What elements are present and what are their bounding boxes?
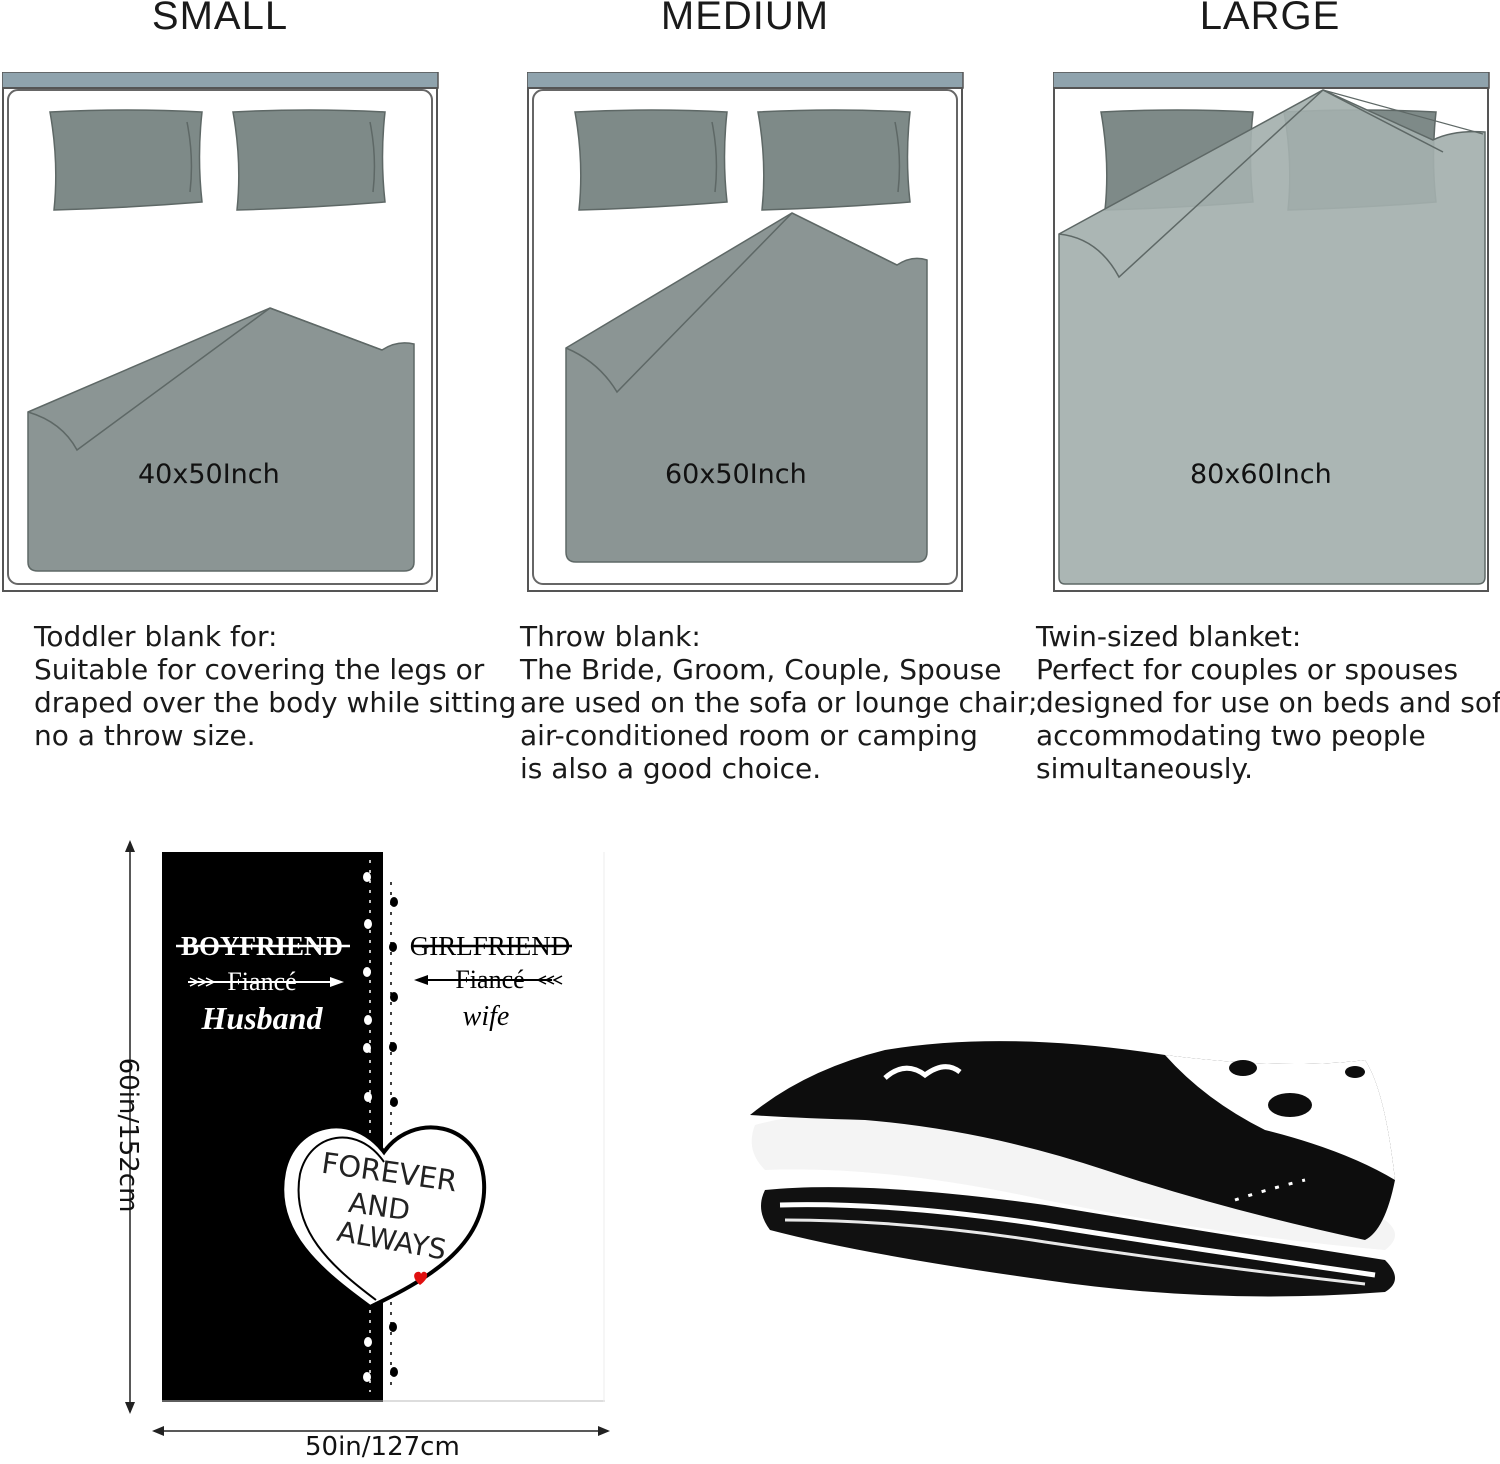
paw-trail-left — [363, 860, 372, 1392]
bed-illustration-large — [1053, 72, 1490, 592]
description-medium: Throw blank: The Bride, Groom, Couple, S… — [520, 620, 1038, 785]
description-line: accommodating two people — [1036, 719, 1426, 752]
description-title: Twin-sized blanket: — [1036, 620, 1302, 653]
pillow-left — [574, 109, 728, 211]
width-label: 50in/127cm — [305, 1432, 460, 1462]
blanket-small — [27, 307, 415, 572]
paw-trail-right — [389, 882, 398, 1392]
height-label: 60in/152cm — [113, 1057, 143, 1213]
small-red-heart-icon — [414, 1271, 428, 1285]
pillow-left — [49, 109, 203, 211]
size-title-medium: MEDIUM — [660, 0, 830, 38]
description-line: air-conditioned room or camping — [520, 719, 978, 752]
heart-graphic: FOREVER AND ALWAYS — [280, 1124, 487, 1310]
size-title-large: LARGE — [1199, 0, 1341, 38]
dimension-medium: 60x50Inch — [665, 459, 807, 490]
dimension-small: 40x50Inch — [138, 459, 280, 490]
pillow-right — [757, 109, 911, 211]
dimension-large: 80x60Inch — [1190, 459, 1332, 490]
description-line: are used on the sofa or lounge chair; — [520, 686, 1038, 719]
wife-text: wife — [463, 1001, 510, 1032]
husband-text: Husband — [201, 1000, 324, 1036]
width-arrow — [152, 1426, 610, 1436]
size-title-small: SMALL — [151, 0, 289, 38]
blanket-design: BOYFRIEND Fiancé Husband GIRLFRIEND Fian… — [162, 852, 605, 1402]
bed-illustration-small — [2, 72, 439, 592]
description-line: is also a good choice. — [520, 752, 822, 785]
blanket-large — [1058, 89, 1486, 585]
description-line: Perfect for couples or spouses — [1036, 653, 1459, 686]
description-small: Toddler blank for: Suitable for covering… — [34, 620, 516, 752]
description-line: simultaneously. — [1036, 752, 1253, 785]
bed-illustration-medium — [527, 72, 964, 592]
description-title: Toddler blank for: — [34, 620, 278, 653]
description-line: draped over the body while sitting — [34, 686, 517, 719]
right-text-group: GIRLFRIEND Fiancé wife — [410, 931, 572, 1032]
description-line: no a throw size. — [34, 719, 256, 752]
description-line: The Bride, Groom, Couple, Spouse — [520, 653, 1002, 686]
description-large: Twin-sized blanket: Perfect for couples … — [1036, 620, 1500, 785]
folded-blanket-photo — [750, 1041, 1395, 1297]
description-line: designed for use on beds and sofas — [1036, 686, 1500, 719]
description-line: Suitable for covering the legs or — [34, 653, 485, 686]
pillow-right — [232, 109, 386, 211]
height-arrow — [125, 840, 135, 1414]
blanket-medium — [565, 212, 928, 563]
description-title: Throw blank: — [520, 620, 701, 653]
left-text-group: BOYFRIEND Fiancé Husband — [176, 931, 350, 1036]
